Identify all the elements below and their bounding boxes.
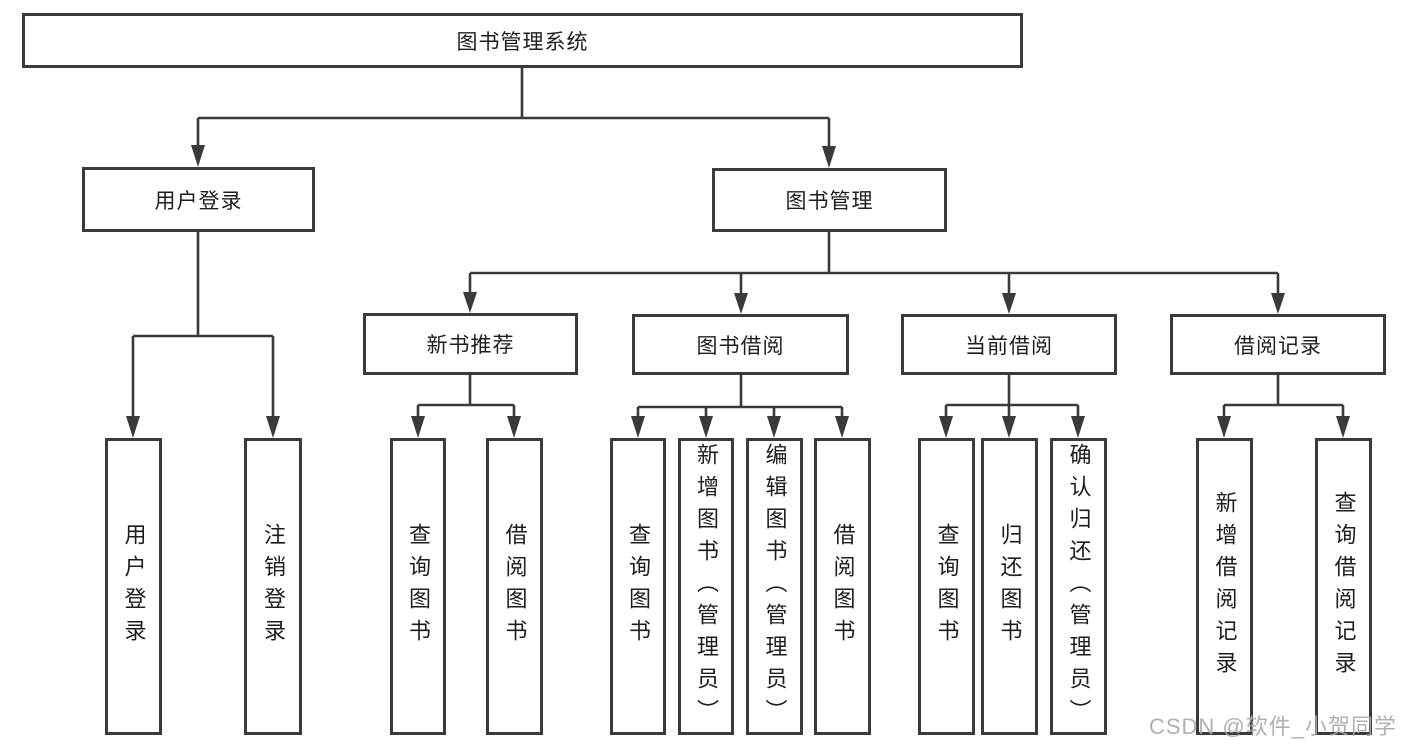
leaf-query-books-borrow-label: 查询图书 (626, 522, 651, 651)
leaf-query-books-current: 查询图书 (918, 438, 975, 735)
connector-current-borrow (939, 375, 1085, 438)
leaf-borrow-books-recommend: 借阅图书 (486, 438, 543, 735)
node-root-library-system: 图书管理系统 (22, 13, 1023, 68)
leaf-edit-books-admin-label: 编辑图书（管理员） (762, 442, 788, 731)
node-book-borrow: 图书借阅 (632, 314, 849, 375)
leaf-user-login-label: 用户登录 (121, 522, 147, 651)
leaf-user-login: 用户登录 (105, 438, 162, 735)
leaf-borrow-books-label: 借阅图书 (830, 522, 856, 651)
leaf-borrow-books: 借阅图书 (814, 438, 871, 735)
connector-new-book-recommend (411, 375, 521, 438)
node-book-management: 图书管理 (712, 168, 947, 232)
leaf-confirm-return-admin-label: 确认归还（管理员） (1066, 442, 1092, 731)
leaf-add-books-admin-label: 新增图书（管理员） (694, 442, 719, 731)
leaf-logout: 注销登录 (244, 438, 302, 735)
leaf-borrow-books-recommend-label: 借阅图书 (502, 522, 528, 651)
leaf-add-borrow-record: 新增借阅记录 (1196, 438, 1253, 735)
leaf-query-borrow-record-label: 查询借阅记录 (1331, 490, 1357, 683)
leaf-return-books-label: 归还图书 (997, 522, 1023, 651)
leaf-query-books-current-label: 查询图书 (934, 522, 960, 651)
leaf-logout-label: 注销登录 (261, 522, 286, 651)
node-new-book-recommend: 新书推荐 (363, 313, 578, 375)
connector-book-management (463, 232, 1285, 314)
leaf-query-books-borrow: 查询图书 (610, 438, 666, 735)
node-current-borrow: 当前借阅 (901, 314, 1117, 375)
node-user-login: 用户登录 (82, 167, 315, 232)
leaf-return-books: 归还图书 (981, 438, 1038, 735)
leaf-edit-books-admin: 编辑图书（管理员） (746, 438, 803, 735)
connector-borrow-records (1217, 375, 1350, 438)
leaf-add-books-admin: 新增图书（管理员） (678, 438, 734, 735)
connector-root-to-level2 (191, 68, 836, 168)
node-borrow-records: 借阅记录 (1170, 314, 1386, 375)
connector-user-login (126, 232, 280, 438)
leaf-query-books-recommend: 查询图书 (390, 438, 446, 735)
leaf-query-books-recommend-label: 查询图书 (406, 522, 431, 651)
leaf-query-borrow-record: 查询借阅记录 (1315, 438, 1372, 735)
leaf-add-borrow-record-label: 新增借阅记录 (1212, 490, 1238, 683)
connector-book-borrow (631, 375, 849, 438)
leaf-confirm-return-admin: 确认归还（管理员） (1050, 438, 1107, 735)
